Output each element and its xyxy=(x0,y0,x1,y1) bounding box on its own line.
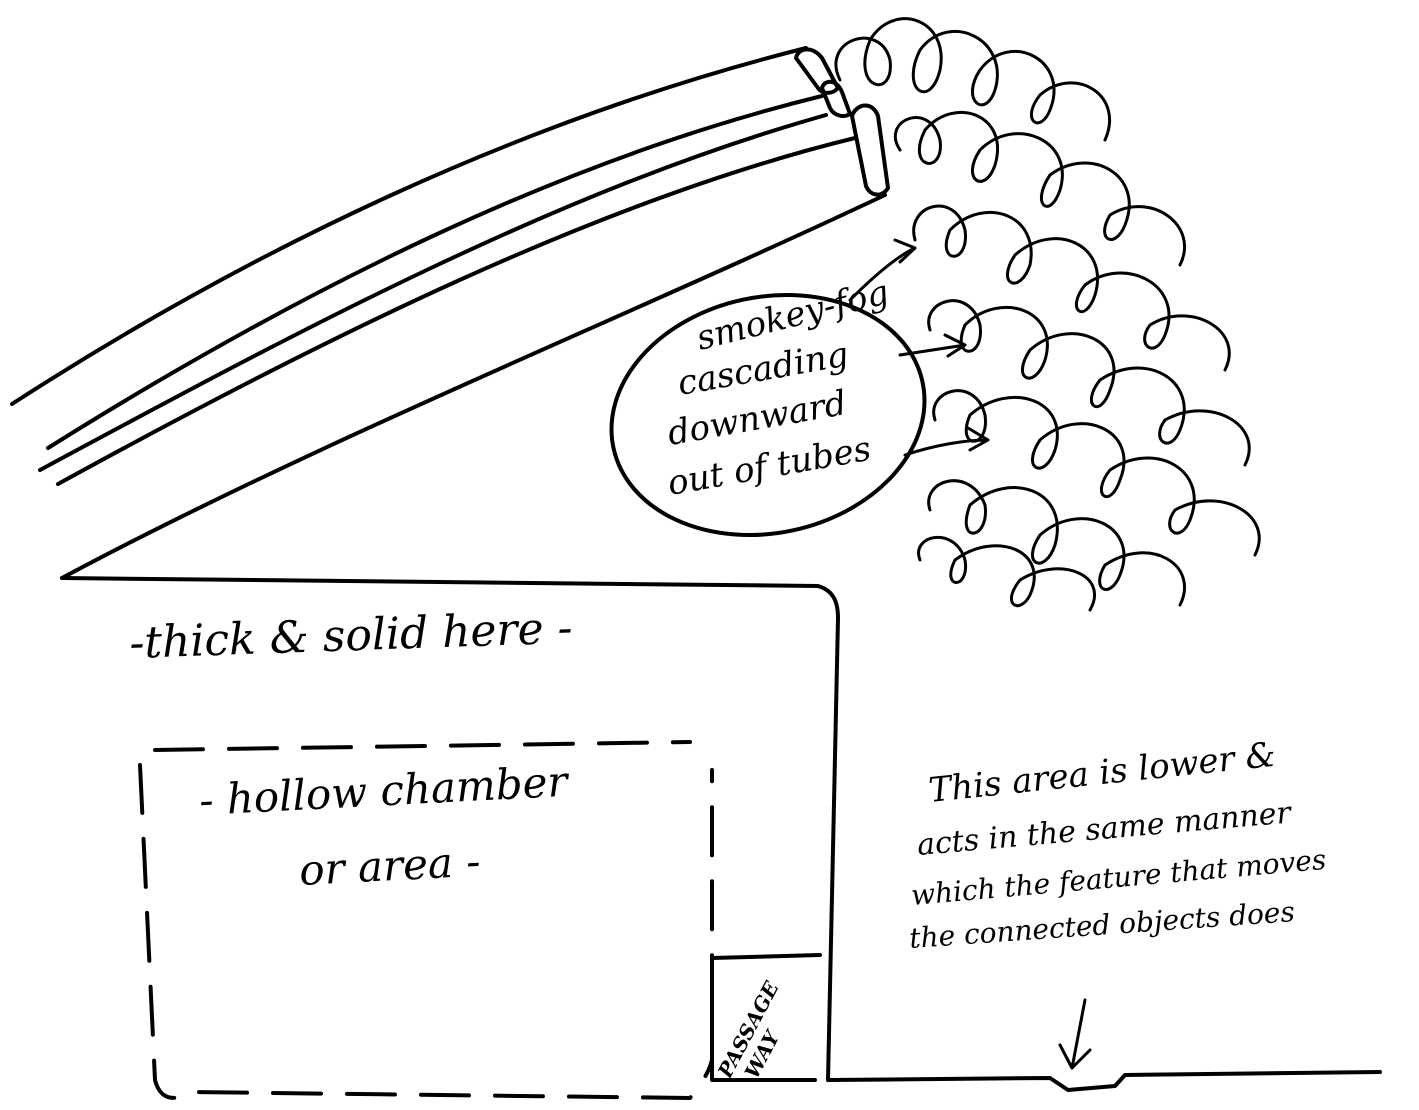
lower-note-arrow xyxy=(1060,1000,1090,1068)
lower-note: This area is lower & acts in the same ma… xyxy=(908,735,1327,955)
smoke-loops-row-7 xyxy=(919,537,1095,610)
hollow-note-line-1: - hollow chamber xyxy=(198,757,572,825)
hollow-note-line-2: or area - xyxy=(298,837,482,895)
smoke-loops-row-5 xyxy=(934,391,1260,555)
tube-cap-3 xyxy=(852,105,888,194)
tube-top-edge xyxy=(12,48,806,404)
passage-note: PASSAGE WAY xyxy=(712,977,805,1094)
smoke-note: smokey-fog cascading downward out of tub… xyxy=(665,272,893,503)
thick-note: -thick & solid here - xyxy=(129,603,574,669)
smoke-loops-row-6 xyxy=(929,481,1185,605)
tube-cap-1 xyxy=(796,49,838,93)
lower-note-line-1: This area is lower & xyxy=(927,735,1278,811)
smoke-loops xyxy=(836,19,1259,610)
